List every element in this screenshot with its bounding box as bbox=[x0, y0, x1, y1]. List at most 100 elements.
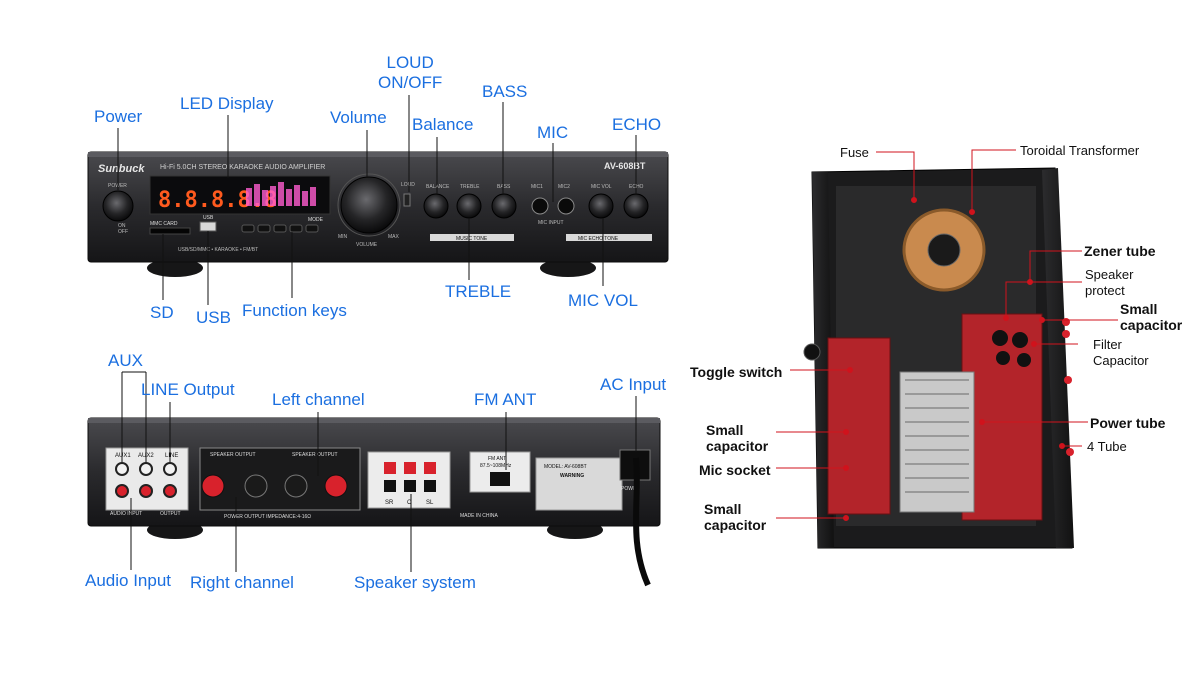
c-text: C bbox=[407, 500, 412, 506]
front-pcb bbox=[827, 337, 891, 515]
treble-text: TREBLE bbox=[460, 184, 480, 190]
label-small-capacitor-right: Small capacitor bbox=[1120, 301, 1183, 333]
fm-ant-text: FM ANT bbox=[488, 456, 506, 462]
led-spectrum bbox=[246, 182, 316, 206]
main-pcb bbox=[961, 313, 1043, 521]
label-loud-on-off: LOUD ON/OFF bbox=[378, 53, 443, 92]
mic-vol-text: MIC VOL bbox=[591, 184, 612, 190]
fm-range-text: 87.5~108MHz bbox=[480, 463, 512, 469]
speaker-output-text-1: SPEAKER OUTPUT bbox=[210, 452, 256, 458]
internal-view bbox=[803, 167, 1074, 549]
left-channel-black-post[interactable] bbox=[284, 474, 308, 498]
line-text: LINE bbox=[165, 453, 178, 459]
heat-sink bbox=[899, 371, 975, 513]
label-ac-input: AC Input bbox=[600, 375, 667, 394]
rear-power-text: POWER bbox=[621, 486, 640, 492]
label-fuse: Fuse bbox=[840, 145, 869, 160]
rear-top-edge bbox=[88, 418, 660, 423]
label-fm-ant: FM ANT bbox=[474, 390, 537, 409]
volume-knob[interactable] bbox=[340, 176, 398, 234]
label-function-keys: Function keys bbox=[242, 301, 347, 320]
c-red-clip[interactable] bbox=[404, 462, 416, 474]
aux2-right-jack[interactable] bbox=[139, 484, 153, 498]
transformer-core bbox=[927, 233, 961, 267]
mic1-text: MIC1 bbox=[531, 184, 543, 190]
label-left-channel: Left channel bbox=[272, 390, 365, 409]
right-channel-black-post[interactable] bbox=[244, 474, 268, 498]
volume-text: VOLUME bbox=[356, 242, 378, 248]
internal-leader-lines bbox=[776, 149, 1118, 521]
label-power: Power bbox=[94, 107, 143, 126]
label-balance: Balance bbox=[412, 115, 474, 134]
audio-input-text: AUDIO INPUT bbox=[110, 511, 142, 517]
usb-text: USB bbox=[203, 215, 214, 221]
sr-text: SR bbox=[385, 500, 394, 506]
function-key-1[interactable] bbox=[241, 224, 255, 233]
sd-card-slot[interactable] bbox=[149, 227, 191, 235]
label-zener-tube: Zener tube bbox=[1084, 243, 1156, 259]
c-black-clip[interactable] bbox=[404, 480, 416, 492]
echo-knob[interactable] bbox=[623, 193, 649, 219]
aux2-left-jack[interactable] bbox=[139, 462, 153, 476]
aux1-right-jack[interactable] bbox=[115, 484, 129, 498]
mic-input-text: MIC INPUT bbox=[538, 220, 564, 226]
label-filter-capacitor: Filter Capacitor bbox=[1093, 337, 1149, 368]
leader-zener bbox=[1029, 250, 1082, 282]
mic1-jack[interactable] bbox=[531, 197, 549, 215]
mode-key[interactable] bbox=[305, 224, 319, 233]
volume-min-text: MIN bbox=[338, 234, 348, 240]
model-text: AV-608BT bbox=[604, 161, 646, 171]
label-usb: USB bbox=[196, 308, 231, 327]
leader-transformer bbox=[971, 149, 1016, 212]
bass-text: BASS bbox=[497, 184, 511, 190]
left-channel-red-post[interactable] bbox=[324, 474, 348, 498]
sl-black-clip[interactable] bbox=[424, 480, 436, 492]
balance-knob[interactable] bbox=[423, 193, 449, 219]
aux1-left-jack[interactable] bbox=[115, 462, 129, 476]
rear-leader-lines bbox=[121, 371, 637, 572]
line-right-jack[interactable] bbox=[163, 484, 177, 498]
label-toggle-switch: Toggle switch bbox=[690, 364, 783, 380]
label-small-capacitor-left1: Small capacitor bbox=[706, 422, 769, 454]
speaker-output-text-2: SPEAKER OUTPUT bbox=[292, 452, 338, 458]
function-key-3[interactable] bbox=[273, 224, 287, 233]
music-tone-bar bbox=[430, 234, 514, 241]
usb-port[interactable] bbox=[199, 221, 217, 232]
output-text: OUTPUT bbox=[160, 511, 181, 517]
aux1-text: AUX1 bbox=[115, 453, 131, 459]
right-channel-red-post[interactable] bbox=[201, 474, 225, 498]
mic2-jack[interactable] bbox=[557, 197, 575, 215]
label-speaker-protect: Speaker protect bbox=[1085, 267, 1134, 298]
mic2-text: MIC2 bbox=[558, 184, 570, 190]
on-text: ON bbox=[118, 223, 126, 229]
power-button[interactable] bbox=[102, 190, 134, 222]
loud-switch[interactable] bbox=[403, 193, 411, 207]
label-treble: TREBLE bbox=[445, 282, 512, 301]
sr-black-clip[interactable] bbox=[384, 480, 396, 492]
label-speaker-system: Speaker system bbox=[354, 573, 476, 592]
chassis-rear-wall bbox=[1042, 168, 1074, 548]
mic-vol-knob[interactable] bbox=[588, 193, 614, 219]
label-volume: Volume bbox=[330, 108, 387, 127]
sr-red-clip[interactable] bbox=[384, 462, 396, 474]
function-key-4[interactable] bbox=[289, 224, 303, 233]
sl-red-clip[interactable] bbox=[424, 462, 436, 474]
label-sd: SD bbox=[150, 303, 174, 322]
side-power-knob bbox=[803, 343, 821, 361]
label-mic-vol: MIC VOL bbox=[568, 291, 638, 310]
subtitle-text: Hi-Fi 5.0CH STEREO KARAOKE AUDIO AMPLIFI… bbox=[160, 164, 325, 171]
fm-ant-terminal[interactable] bbox=[490, 472, 510, 486]
label-audio-input: Audio Input bbox=[85, 571, 172, 590]
made-in-text: MADE IN CHINA bbox=[460, 513, 498, 519]
front-panel: Sunbuck Hi-Fi 5.0CH STEREO KARAOKE AUDIO… bbox=[87, 151, 669, 277]
treble-knob[interactable] bbox=[456, 193, 482, 219]
label-bass: BASS bbox=[482, 82, 528, 101]
line-left-jack[interactable] bbox=[163, 462, 177, 476]
label-led-display: LED Display bbox=[180, 94, 274, 113]
label-mic-socket: Mic socket bbox=[699, 462, 771, 478]
function-key-2[interactable] bbox=[257, 224, 271, 233]
leader-speaker-protect bbox=[1005, 281, 1082, 318]
audio-input-block bbox=[105, 447, 189, 511]
bass-knob[interactable] bbox=[491, 193, 517, 219]
volume-max-text: MAX bbox=[388, 234, 400, 240]
